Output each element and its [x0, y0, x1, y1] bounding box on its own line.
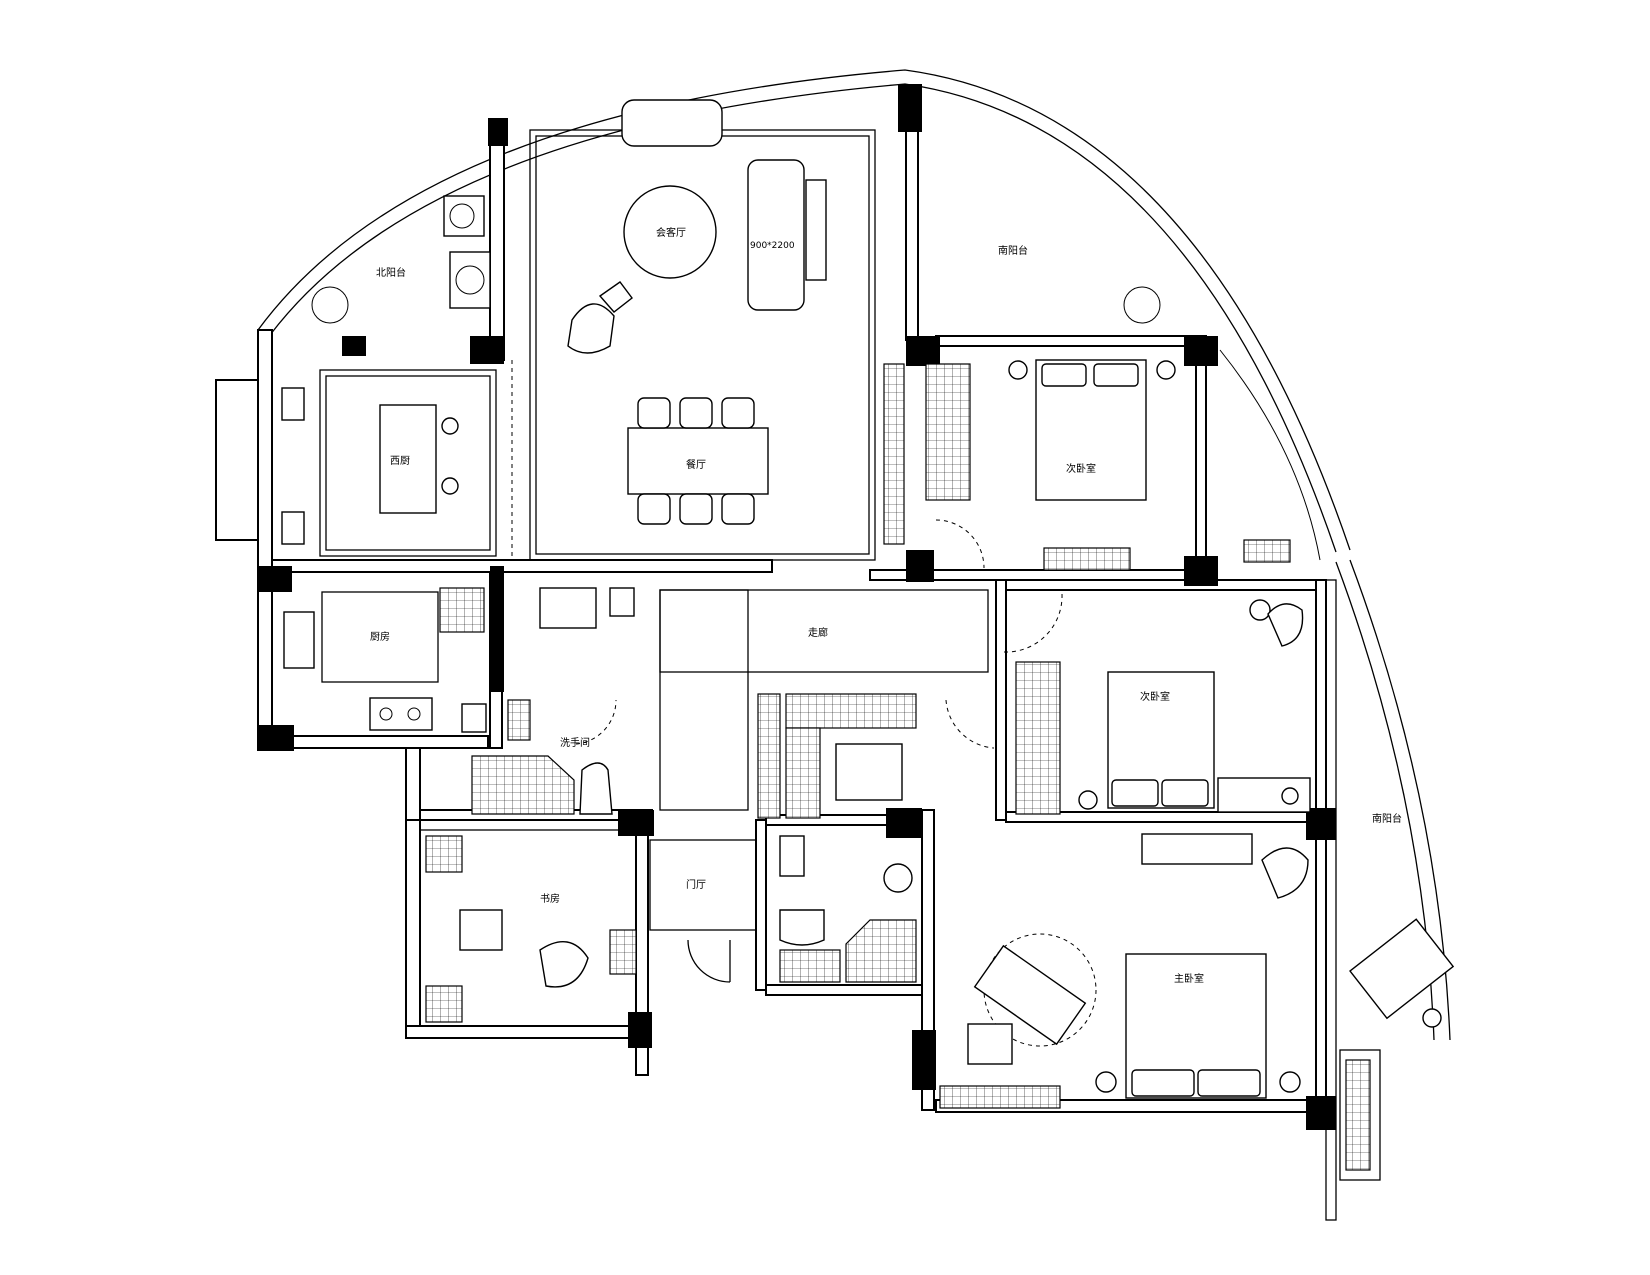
- label-sofa-size: 900*2200: [750, 241, 795, 251]
- label-foyer: 门厅: [686, 878, 706, 891]
- north-balcony-appliances: [311, 195, 1161, 324]
- bedroom-mid-furniture: [1015, 599, 1311, 815]
- label-second-bedroom-mid: 次卧室: [1140, 690, 1170, 703]
- columns: [258, 84, 1336, 1130]
- label-dining: 餐厅: [686, 458, 706, 471]
- label-corridor: 走廊: [808, 626, 828, 639]
- right-balcony: [1243, 539, 1455, 1171]
- label-master-bedroom: 主卧室: [1174, 972, 1204, 985]
- corridor-cabinets: [757, 693, 917, 819]
- washroom-fixtures: [471, 587, 635, 815]
- label-reception-hall: 会客厅: [656, 226, 686, 239]
- label-kitchen: 厨房: [370, 630, 390, 643]
- label-western-kitchen: 西厨: [390, 455, 410, 467]
- bathroom-fixtures: [779, 835, 917, 983]
- outer-facade: [257, 69, 1451, 1041]
- western-kitchen-island: [281, 369, 497, 557]
- label-north-balcony: 北阳台: [376, 266, 406, 279]
- room-labels: 会客厅 900*2200 餐厅 北阳台 南阳台 西厨 厨房 洗手间 走廊 次卧室…: [370, 226, 1402, 985]
- door-swings: [511, 360, 1063, 983]
- label-south-balcony-top: 南阳台: [998, 244, 1028, 257]
- label-study: 书房: [540, 892, 560, 905]
- master-bedroom-furniture: [939, 833, 1309, 1109]
- study-furniture: [425, 835, 637, 1023]
- kitchen-fixtures: [283, 587, 487, 733]
- label-washroom: 洗手间: [560, 736, 590, 749]
- bedroom-top-furniture: [883, 359, 1176, 571]
- label-second-bedroom-top: 次卧室: [1066, 462, 1096, 475]
- reception-furniture: [567, 99, 827, 525]
- label-south-balcony-right: 南阳台: [1372, 812, 1402, 825]
